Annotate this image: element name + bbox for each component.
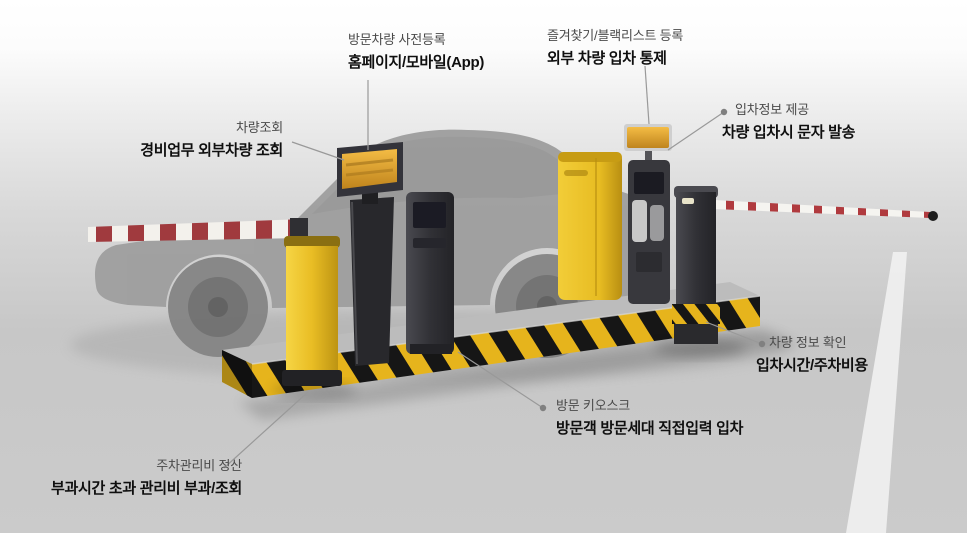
right-barrier-arm xyxy=(714,200,930,218)
visit-kiosk-unit xyxy=(406,192,454,354)
leader-entry-info xyxy=(667,111,725,151)
right-barrier-indicator xyxy=(682,198,694,204)
label-pre-registration-bold: 홈페이지/모바일(App) xyxy=(348,53,485,71)
right-arm-tip xyxy=(928,211,938,221)
label-vehicle-info-check: 차량 정보 확인 입차시간/주차비용 xyxy=(756,334,868,375)
led-display-amber xyxy=(342,149,397,189)
label-external-control: 즐겨찾기/블랙리스트 등록 외부 차량 입차 통제 xyxy=(547,27,683,68)
label-visit-kiosk: 방문 키오스크 방문객 방문세대 직접입력 입차 xyxy=(556,397,743,438)
label-vehicle-lookup-bold: 경비업무 외부차량 조회 xyxy=(140,141,283,159)
label-visit-kiosk-bold: 방문객 방문세대 직접입력 입차 xyxy=(556,419,744,437)
led-sign-amber xyxy=(627,127,669,148)
entry-kiosk-unit xyxy=(624,124,672,304)
leader-external-control xyxy=(644,65,650,125)
label-vehicle-lookup-light: 차량조회 xyxy=(235,120,283,135)
island-left-cap xyxy=(222,350,252,398)
label-vehicle-info-check-light: 차량 정보 확인 xyxy=(769,335,847,350)
right-barrier xyxy=(654,186,938,357)
leader-vehicle-lookup xyxy=(291,141,345,161)
label-fee-settlement-bold: 부과시간 초과 관리비 부과/조회 xyxy=(51,479,242,497)
left-barrier-base xyxy=(282,370,342,386)
label-entry-info: 입차정보 제공 차량 입차시 문자 발송 xyxy=(722,101,855,142)
entry-kiosk-device-right xyxy=(650,205,664,241)
label-external-control-bold: 외부 차량 입차 통제 xyxy=(547,49,667,67)
entry-kiosk-device-left xyxy=(632,200,647,242)
right-barrier-hazard-base xyxy=(672,304,720,324)
label-fee-settlement: 주차관리비 정산 부과시간 초과 관리비 부과/조회 xyxy=(51,457,242,498)
dot-entry-info xyxy=(720,108,728,116)
leader-visit-kiosk xyxy=(457,351,544,409)
leader-dots xyxy=(539,108,766,412)
leader-lines xyxy=(223,65,763,469)
label-vehicle-info-check-bold: 입차시간/주차비용 xyxy=(756,356,868,374)
left-barrier-arm xyxy=(88,219,304,242)
display-body-pole xyxy=(350,197,394,366)
yellow-cabinet xyxy=(558,152,622,300)
lpr-display-unit xyxy=(337,142,403,366)
car-front-wheel xyxy=(168,257,268,357)
dot-visit-kiosk xyxy=(539,404,547,412)
dot-vehicle-info-check xyxy=(758,340,766,348)
kiosk-screen xyxy=(413,202,446,228)
left-barrier-post xyxy=(286,246,338,372)
label-entry-info-light: 입차정보 제공 xyxy=(735,102,809,117)
label-vehicle-lookup: 차량조회 경비업무 외부차량 조회 xyxy=(140,119,283,160)
entry-kiosk-screen xyxy=(634,172,664,194)
leader-fee-settlement xyxy=(223,391,309,469)
label-fee-settlement-light: 주차관리비 정산 xyxy=(156,458,242,473)
right-barrier-body xyxy=(676,192,716,308)
label-pre-registration-light: 방문차량 사전등록 xyxy=(348,32,446,47)
label-entry-info-bold: 차량 입차시 문자 발송 xyxy=(722,123,856,141)
road-lane-line xyxy=(846,252,907,533)
label-external-control-light: 즐겨찾기/블랙리스트 등록 xyxy=(547,28,684,43)
sign-pole xyxy=(645,150,652,162)
label-visit-kiosk-light: 방문 키오스크 xyxy=(556,398,630,413)
island-front-hazard-stripe xyxy=(252,296,760,398)
island-shadow xyxy=(238,330,800,420)
left-barrier xyxy=(88,218,356,398)
leader-vehicle-info-check xyxy=(705,321,763,345)
left-barrier-cap xyxy=(284,236,340,248)
label-pre-registration: 방문차량 사전등록 홈페이지/모바일(App) xyxy=(348,31,484,72)
